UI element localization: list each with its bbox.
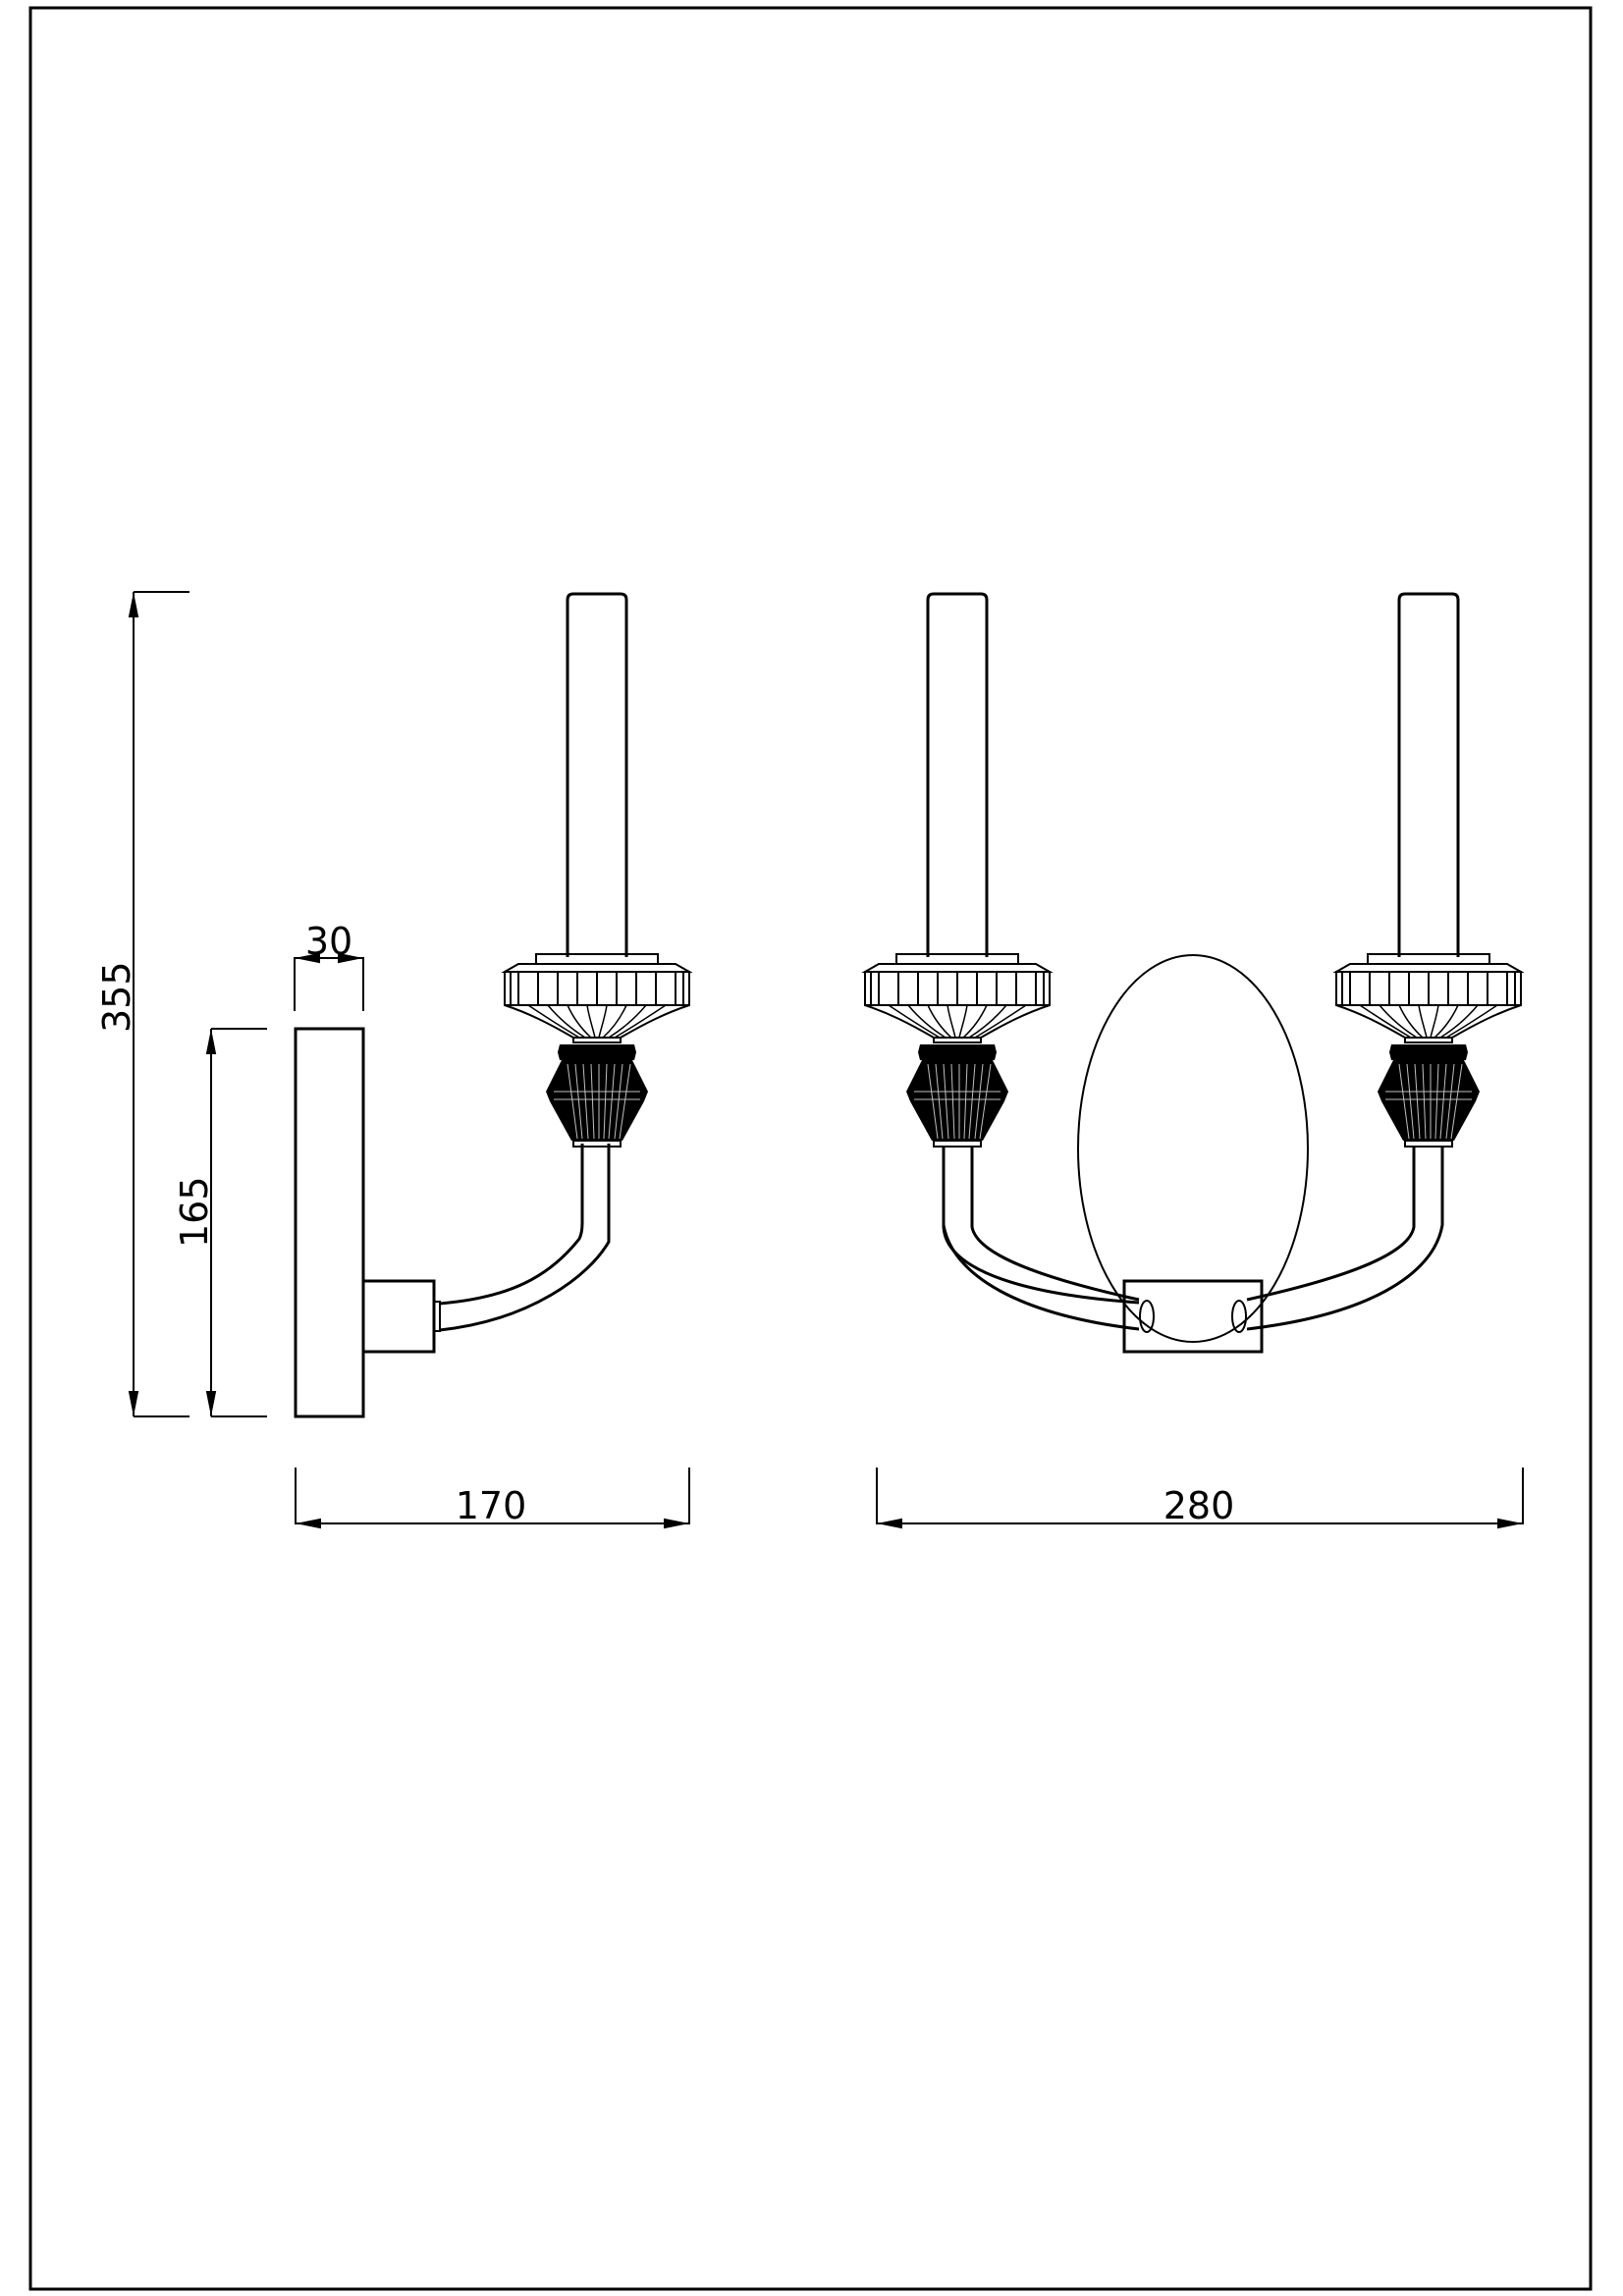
dim-label-355: 355: [95, 961, 138, 1033]
side-arm: [439, 1144, 584, 1306]
mounting-plate: [1122, 1279, 1264, 1354]
dim-label-30: 30: [305, 920, 352, 963]
dim-label-165: 165: [173, 1176, 216, 1248]
dimension-total-height: 355: [95, 591, 189, 1417]
dim-label-280: 280: [1163, 1484, 1235, 1527]
front-arm-right: [1246, 1147, 1416, 1302]
arm-mount-block: [361, 1279, 436, 1354]
front-view: [864, 592, 1522, 1354]
side-candle: [566, 592, 628, 959]
backplate-side: [294, 1027, 365, 1418]
dimension-backplate-height: 165: [173, 1028, 267, 1417]
front-bobeche-right: [1335, 953, 1522, 1148]
dimension-side-projection: 170: [295, 1468, 690, 1529]
side-view: [294, 592, 690, 1418]
front-candle-left: [926, 592, 989, 959]
drawing-frame: [28, 6, 1593, 2291]
side-bobeche: [504, 953, 690, 1148]
dimension-front-width: 280: [876, 1468, 1524, 1529]
oval-backplate: [1077, 954, 1309, 1343]
dimension-backplate-depth: 30: [294, 920, 364, 1011]
front-candle-right: [1397, 592, 1460, 959]
dim-label-170: 170: [456, 1484, 527, 1527]
front-bobeche-left: [864, 953, 1051, 1148]
